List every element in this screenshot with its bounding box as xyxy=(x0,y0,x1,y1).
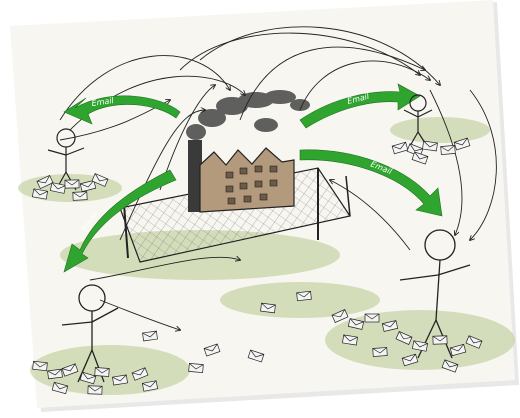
envelope-icon xyxy=(395,331,413,345)
email-arrow-right xyxy=(299,149,443,217)
envelope-icon xyxy=(401,353,419,367)
envelope-icon xyxy=(441,359,459,373)
envelope-icon xyxy=(391,141,409,155)
envelope-icon xyxy=(411,151,429,165)
envelope-icon xyxy=(61,363,79,377)
envelope-icon xyxy=(91,173,109,187)
envelope-icon xyxy=(449,343,467,357)
envelope-icon xyxy=(203,343,221,357)
envelope-icon xyxy=(411,340,429,352)
envelope-icon xyxy=(79,371,97,385)
envelope-icon xyxy=(112,374,128,386)
envelope-icon xyxy=(79,180,97,192)
stick-figure-bottom-right xyxy=(399,229,471,359)
envelope-icon xyxy=(51,381,69,395)
envelope-piles xyxy=(32,137,483,395)
envelope-icon xyxy=(64,179,80,189)
envelope-icon xyxy=(372,347,388,357)
envelope-icon xyxy=(141,380,159,392)
envelope-icon xyxy=(32,188,48,200)
envelope-icon xyxy=(87,385,103,395)
envelope-icon xyxy=(440,145,456,155)
envelope-icon xyxy=(188,363,204,373)
envelope-icon xyxy=(453,137,471,151)
envelope-icon xyxy=(465,335,483,349)
envelope-icon xyxy=(331,309,349,323)
envelope-icon xyxy=(47,368,63,380)
email-label-left: Email xyxy=(91,96,115,108)
envelope-icon xyxy=(36,174,54,190)
email-arrow-down-left xyxy=(63,169,177,273)
grass-patches xyxy=(18,117,515,395)
email-arrow-left xyxy=(63,95,181,125)
stick-figure-bottom-left xyxy=(61,284,119,383)
envelope-icon xyxy=(364,313,380,323)
envelope-icon xyxy=(260,302,276,314)
envelope-icon xyxy=(347,318,365,330)
envelope-icon xyxy=(32,360,48,372)
smoke-cloud xyxy=(186,90,310,140)
envelope-icon xyxy=(432,335,448,345)
envelope-icon xyxy=(142,330,158,342)
envelope-icon xyxy=(94,367,110,377)
envelope-icon xyxy=(342,334,358,346)
envelope-icon xyxy=(381,320,399,332)
envelope-icon xyxy=(49,182,67,194)
factory-building xyxy=(188,140,295,213)
envelope-icon xyxy=(296,290,312,302)
envelope-icon xyxy=(422,140,438,152)
envelope-icon xyxy=(72,191,88,201)
envelope-icon xyxy=(131,367,149,381)
envelope-icon xyxy=(247,349,265,363)
email-arrow-right-top xyxy=(299,83,421,129)
pencil-arrows xyxy=(59,26,497,330)
email-arrows xyxy=(63,83,443,273)
